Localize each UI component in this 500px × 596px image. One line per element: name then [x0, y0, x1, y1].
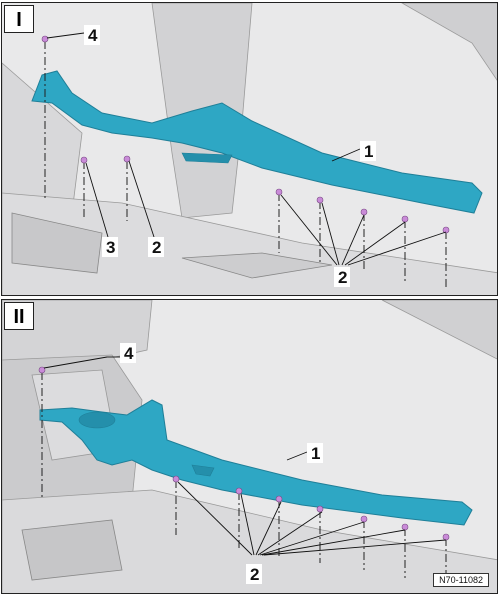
- callout-clip-2-a: 2: [152, 238, 161, 257]
- callout-clips-2-b: 2: [338, 268, 347, 287]
- callout-ii-stud-4: 4: [124, 344, 134, 363]
- panel-label-ii: II: [4, 302, 34, 330]
- clip-2-a: [123, 155, 131, 163]
- clip-2-f: [442, 226, 450, 234]
- roof-corner-shape: [381, 300, 497, 360]
- clip-2-b: [275, 188, 283, 196]
- panel-i: 4 1 3 2 2 I: [1, 2, 498, 296]
- panel-label-i: I: [4, 5, 34, 33]
- callout-2b-bg: [334, 267, 350, 287]
- stud-4-ii: [38, 366, 46, 374]
- clip-guide-lines: [44, 41, 447, 288]
- reference-number: N70-11082: [433, 573, 489, 587]
- clip-ii-b: [235, 487, 243, 495]
- panel-ii: 4 1 2 II N70-11082: [1, 299, 498, 594]
- clip-ii-a: [172, 475, 180, 483]
- clip-2-d: [360, 208, 368, 216]
- callout-3-bg: [102, 237, 118, 257]
- clip-ii-d: [316, 505, 324, 513]
- clip-ii-f: [401, 523, 409, 531]
- floor-shape-ii: [2, 489, 497, 593]
- clip-ii-e: [360, 515, 368, 523]
- seat-base-shape: [11, 212, 103, 274]
- seat-shape-ii: [21, 519, 123, 581]
- clip-ii-g: [442, 533, 450, 541]
- roof-edge-shape: [401, 3, 497, 81]
- trim-notch: [191, 464, 215, 477]
- clip-2-e: [401, 215, 409, 223]
- panel-i-drawing: 4 1 3 2 2: [2, 3, 497, 295]
- sill-detail-shape: [181, 252, 333, 279]
- floor-shape: [2, 192, 497, 295]
- clips-group: [41, 35, 450, 234]
- trim-cupholder: [78, 411, 116, 429]
- clip-2-c: [316, 196, 324, 204]
- clips-group-ii: [38, 366, 450, 541]
- callout-clip-3: 3: [106, 238, 115, 257]
- panel-ii-drawing: 4 1 2: [2, 300, 497, 593]
- callout-1-bg: [360, 141, 376, 161]
- callout-ii-clips-2: 2: [250, 565, 259, 584]
- callout-trim-1: 1: [364, 142, 373, 161]
- leader-lines-ii: [43, 356, 447, 556]
- trim-recess: [181, 152, 233, 164]
- stud-4: [41, 35, 49, 43]
- trim-panel-ii-1: [39, 399, 473, 526]
- clip-ii-c: [275, 495, 283, 503]
- callout-stud-4: 4: [88, 26, 98, 45]
- callout-ii-2-bg: [246, 564, 262, 584]
- callout-ii-1-bg: [307, 443, 323, 463]
- leader-lines: [46, 32, 447, 266]
- callout-4-bg: [84, 25, 100, 45]
- callout-2a-bg: [148, 237, 164, 257]
- clip-3: [80, 156, 88, 164]
- callout-ii-4-bg: [120, 343, 136, 363]
- trim-panel-1: [31, 70, 483, 214]
- callout-ii-trim-1: 1: [311, 444, 320, 463]
